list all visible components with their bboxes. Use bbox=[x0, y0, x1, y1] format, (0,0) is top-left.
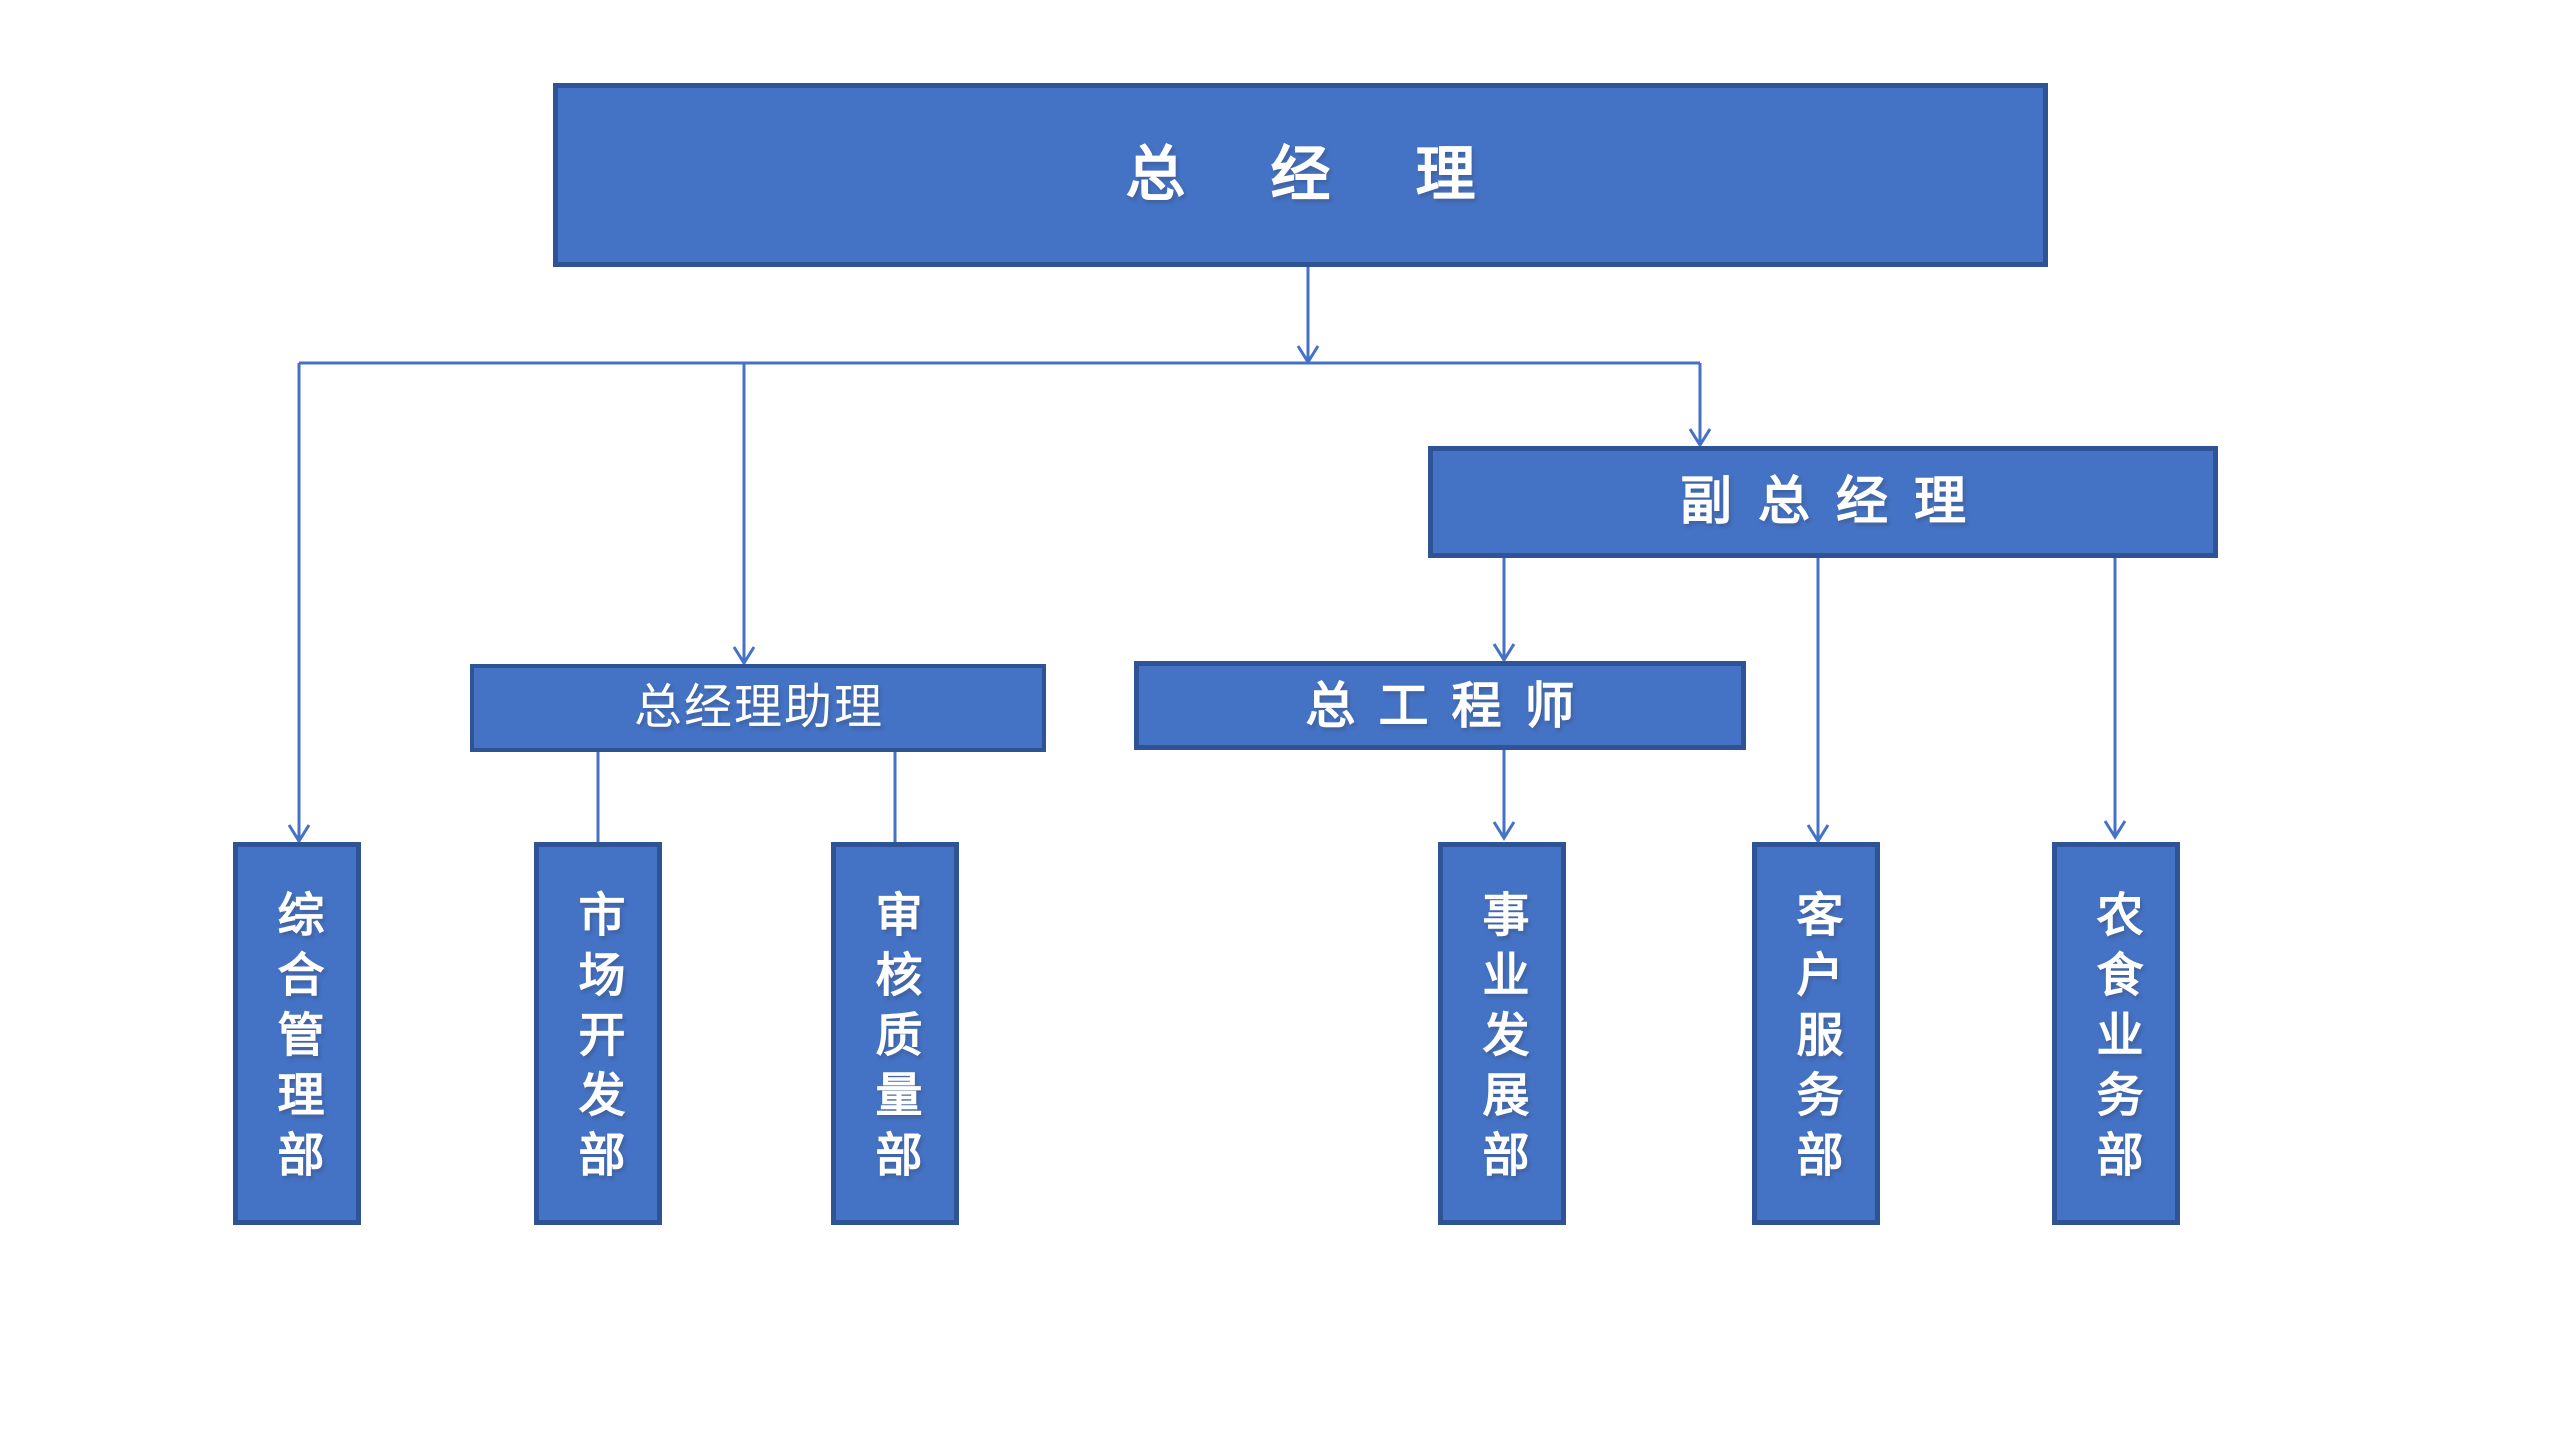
deputy-general-manager-label: 副总经理 bbox=[1679, 473, 1992, 531]
general-manager-assistant-label: 总经理助理 bbox=[633, 681, 884, 734]
connector-to-gm-assistant bbox=[732, 363, 756, 666]
dept-label: 事业发展部 bbox=[1475, 890, 1529, 1190]
node-general-manager: 总经理 bbox=[553, 83, 2048, 267]
node-dept-audit-quality: 审核质量部 bbox=[831, 842, 959, 1225]
connector-to-comprehensive-management bbox=[287, 363, 311, 844]
node-dept-business-development: 事业发展部 bbox=[1438, 842, 1566, 1225]
dept-label: 综合管理部 bbox=[270, 890, 324, 1190]
node-dept-comprehensive-management: 综合管理部 bbox=[233, 842, 361, 1225]
dept-label: 市场开发部 bbox=[571, 890, 625, 1190]
dept-label: 农食业务部 bbox=[2089, 890, 2143, 1190]
connector-gm-stem bbox=[1296, 267, 1320, 365]
connector-dgm-to-chief-engineer bbox=[1492, 558, 1516, 663]
chief-engineer-label: 总工程师 bbox=[1305, 677, 1598, 734]
node-chief-engineer: 总工程师 bbox=[1134, 661, 1746, 750]
connector-dgm-to-customer-service bbox=[1806, 558, 1830, 844]
node-dept-agri-food-business: 农食业务部 bbox=[2052, 842, 2180, 1225]
connector-ce-to-business-development bbox=[1492, 750, 1516, 841]
node-dept-customer-service: 客户服务部 bbox=[1752, 842, 1880, 1225]
connector-dgm-to-agri-food bbox=[2103, 558, 2127, 840]
node-deputy-general-manager: 副总经理 bbox=[1428, 446, 2218, 558]
general-manager-label: 总经理 bbox=[1125, 141, 1561, 208]
dept-label: 审核质量部 bbox=[868, 890, 922, 1190]
node-general-manager-assistant: 总经理助理 bbox=[470, 664, 1046, 752]
dept-label: 客户服务部 bbox=[1789, 890, 1843, 1190]
node-dept-market-development: 市场开发部 bbox=[534, 842, 662, 1225]
connector-to-deputy-gm bbox=[1688, 363, 1712, 448]
